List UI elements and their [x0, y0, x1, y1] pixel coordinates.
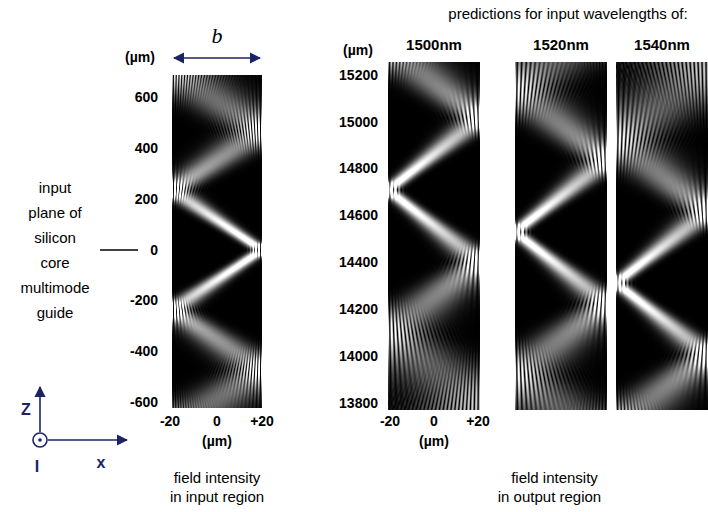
axis-tick-label: -200 — [130, 292, 158, 309]
axis-circle — [33, 433, 47, 447]
panel-caption: field intensity in input region — [168, 468, 266, 506]
wavelength-header: 1540nm — [634, 36, 690, 54]
axis-tick-label: -20 — [380, 413, 400, 430]
panel-ground — [616, 62, 708, 410]
axis-symbol: x — [97, 453, 106, 472]
panel-ground — [172, 75, 262, 408]
axis-tick-label: 14600 — [339, 207, 378, 224]
field-intensity-map — [616, 62, 708, 410]
field-intensity-map — [388, 62, 480, 410]
width-arrow — [174, 57, 260, 59]
axis-arrow — [39, 387, 41, 432]
figure-title: predictions for input wavelengths of: — [448, 5, 687, 23]
axis-tick-label: 14200 — [339, 301, 378, 318]
axis-tick-label: 0 — [150, 242, 158, 259]
axis-symbol: I — [35, 457, 39, 476]
field-intensity-map — [515, 62, 607, 410]
unit-label: (µm) — [419, 433, 449, 450]
axis-tick-label: 14800 — [339, 160, 378, 177]
panel-ground — [515, 62, 607, 410]
axis-symbol: Z — [21, 400, 31, 419]
axis-arrow — [48, 439, 127, 441]
axis-tick-label: 400 — [135, 140, 158, 157]
wavelength-header: 1520nm — [533, 36, 589, 54]
axis-tick-label: -600 — [130, 394, 158, 411]
axis-tick-label: 13800 — [339, 395, 378, 412]
axis-tick-label: 14400 — [339, 254, 378, 271]
axis-tick-label: -400 — [130, 343, 158, 360]
axis-tick-label: 0 — [213, 413, 221, 430]
guide-annotation: input plane of silicon core multimode gu… — [19, 175, 90, 325]
axis-tick-label: -20 — [160, 413, 180, 430]
panel-ground — [388, 62, 480, 410]
axis-tick-label: 0 — [430, 413, 438, 430]
axis-tick-label: 600 — [135, 89, 158, 106]
axis-tick-label: 14000 — [339, 348, 378, 365]
axis-tick-label: +20 — [250, 413, 274, 430]
unit-label: (µm) — [202, 433, 232, 450]
axis-dot — [38, 438, 42, 442]
dimension-symbol: b — [212, 23, 223, 49]
leader-line — [100, 249, 138, 251]
axis-tick-label: 200 — [135, 191, 158, 208]
unit-label: (µm) — [343, 42, 373, 59]
field-intensity-map — [172, 75, 262, 408]
axis-tick-label: +20 — [466, 413, 490, 430]
axis-tick-label: 15200 — [339, 67, 378, 84]
wavelength-header: 1500nm — [406, 36, 462, 54]
panel-caption: field intensity in output region — [497, 468, 603, 506]
axis-tick-label: 15000 — [339, 114, 378, 131]
unit-label: (µm) — [125, 49, 155, 66]
